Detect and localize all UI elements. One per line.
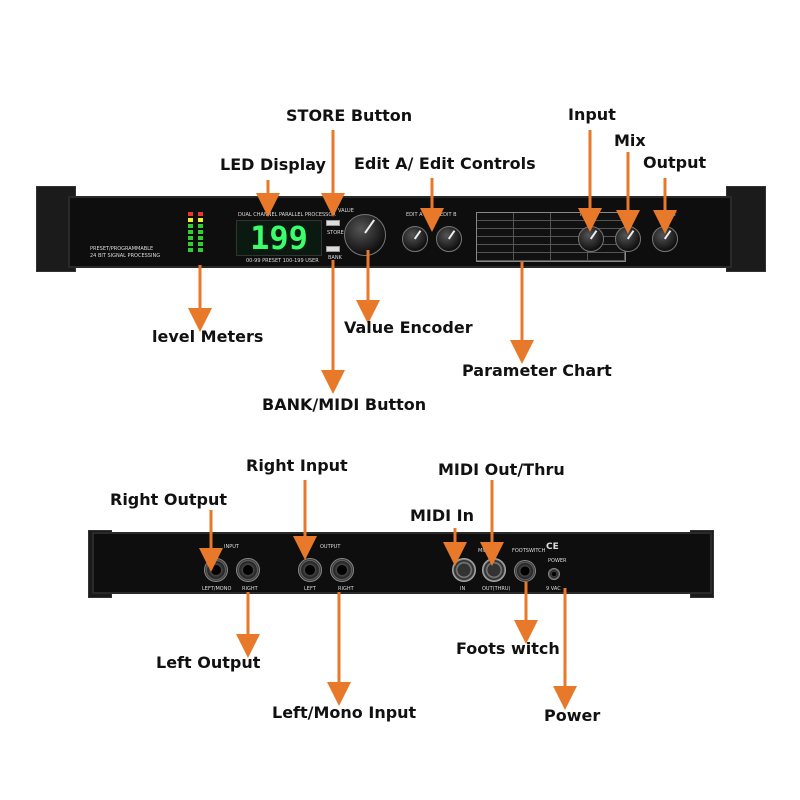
- store-button[interactable]: [326, 220, 340, 226]
- output-callout: Output: [643, 153, 707, 172]
- edit-a-knob[interactable]: [402, 226, 428, 252]
- power-label: POWER: [548, 558, 567, 564]
- right-output-jack[interactable]: [330, 558, 354, 582]
- input-callout: Input: [568, 105, 616, 124]
- right-in-label: RIGHT: [242, 586, 258, 592]
- right-input-jack[interactable]: [236, 558, 260, 582]
- output-knob[interactable]: [652, 226, 678, 252]
- dc-label: 9 VAC: [546, 586, 561, 592]
- left-mono-input-callout: Left/Mono Input: [272, 703, 417, 722]
- mix-knob[interactable]: [615, 226, 641, 252]
- power-callout: Power: [544, 706, 601, 725]
- out-thru-label: OUT(THRU): [482, 586, 511, 592]
- bank-midi-button[interactable]: [326, 246, 340, 252]
- header-text: DUAL CHANNEL PARALLEL PROCESSOR: [238, 212, 336, 218]
- right-input-callout: Right Input: [246, 456, 348, 475]
- edit-controls-callout: Edit A/ Edit Controls: [354, 154, 536, 173]
- level-meter-right: [198, 212, 203, 254]
- input-knob[interactable]: [578, 226, 604, 252]
- edit-b-label: EDIT B: [440, 212, 457, 218]
- bank-midi-callout: BANK/MIDI Button: [262, 395, 427, 414]
- midi-in-callout: MIDI In: [410, 506, 475, 525]
- left-output-jack[interactable]: [298, 558, 322, 582]
- store-label: STORE: [327, 230, 344, 236]
- preset-text: 00-99 PRESET 100-199 USER: [246, 258, 319, 264]
- output-label: OUTPUT: [656, 212, 677, 218]
- value-label: VALUE: [338, 208, 354, 214]
- rear-panel: INPUT LEFT/MONO RIGHT OUTPUT LEFT RIGHT …: [92, 532, 712, 594]
- power-jack[interactable]: [548, 568, 560, 580]
- led-display: 199: [236, 220, 322, 256]
- rear-input-label: INPUT: [224, 544, 239, 550]
- level-meter-left: [188, 212, 193, 254]
- left-output-callout: Left Output: [156, 653, 261, 672]
- value-encoder[interactable]: [344, 214, 386, 256]
- right-output-callout: Right Output: [110, 490, 227, 509]
- parameter-chart-callout: Parameter Chart: [462, 361, 612, 380]
- midi-in-port[interactable]: [452, 558, 476, 582]
- mix-callout: Mix: [614, 131, 646, 150]
- left-mono-input-jack[interactable]: [204, 558, 228, 582]
- input-label: INPUT: [580, 212, 595, 218]
- in-label: IN: [460, 586, 466, 592]
- bank-label: BANK: [328, 255, 342, 261]
- edit-a-label: EDIT A: [406, 212, 423, 218]
- midi-label: MIDI: [478, 548, 490, 554]
- mix-label: MIX: [623, 212, 633, 218]
- store-button-callout: STORE Button: [286, 106, 413, 125]
- brand-line1: PRESET/PROGRAMMABLE: [90, 246, 154, 252]
- footswitch-callout: Foots witch: [456, 639, 560, 658]
- footswitch-label: FOOTSWITCH: [512, 548, 546, 554]
- level-meters-callout: level Meters: [152, 327, 264, 346]
- brand-line2: 24 BIT SIGNAL PROCESSING: [90, 253, 161, 259]
- midi-out-thru-callout: MIDI Out/Thru: [438, 460, 565, 479]
- rear-output-label: OUTPUT: [320, 544, 341, 550]
- midi-out-thru-port[interactable]: [482, 558, 506, 582]
- value-encoder-callout: Value Encoder: [344, 318, 473, 337]
- front-panel: PRESET/PROGRAMMABLE 24 BIT SIGNAL PROCES…: [68, 196, 732, 268]
- footswitch-jack[interactable]: [514, 560, 536, 582]
- right-out-label: RIGHT: [338, 586, 354, 592]
- front-rack-ear-right: [726, 186, 766, 272]
- left-mono-label: LEFT/MONO: [202, 586, 232, 592]
- left-label: LEFT: [304, 586, 316, 592]
- edit-b-knob[interactable]: [436, 226, 462, 252]
- led-display-callout: LED Display: [220, 155, 326, 174]
- ce-mark: CE: [546, 542, 559, 552]
